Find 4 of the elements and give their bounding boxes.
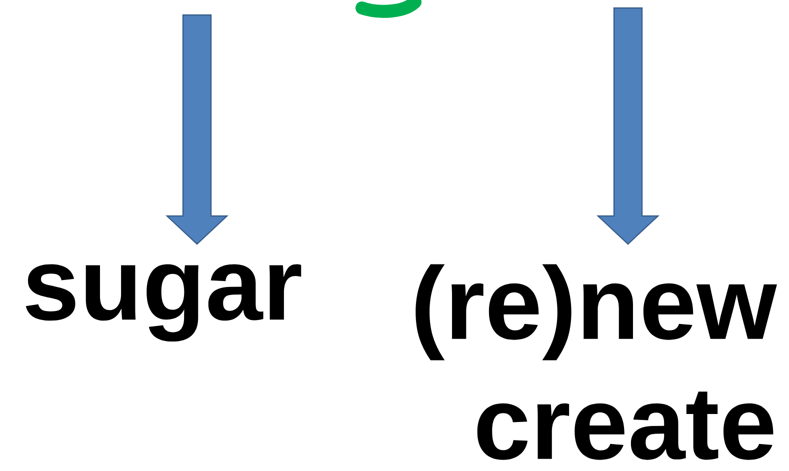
block-arrow [165, 14, 229, 245]
word-label: sugar [26, 264, 302, 342]
block-arrow [596, 7, 660, 245]
word-label: (re)new create [416, 264, 777, 460]
